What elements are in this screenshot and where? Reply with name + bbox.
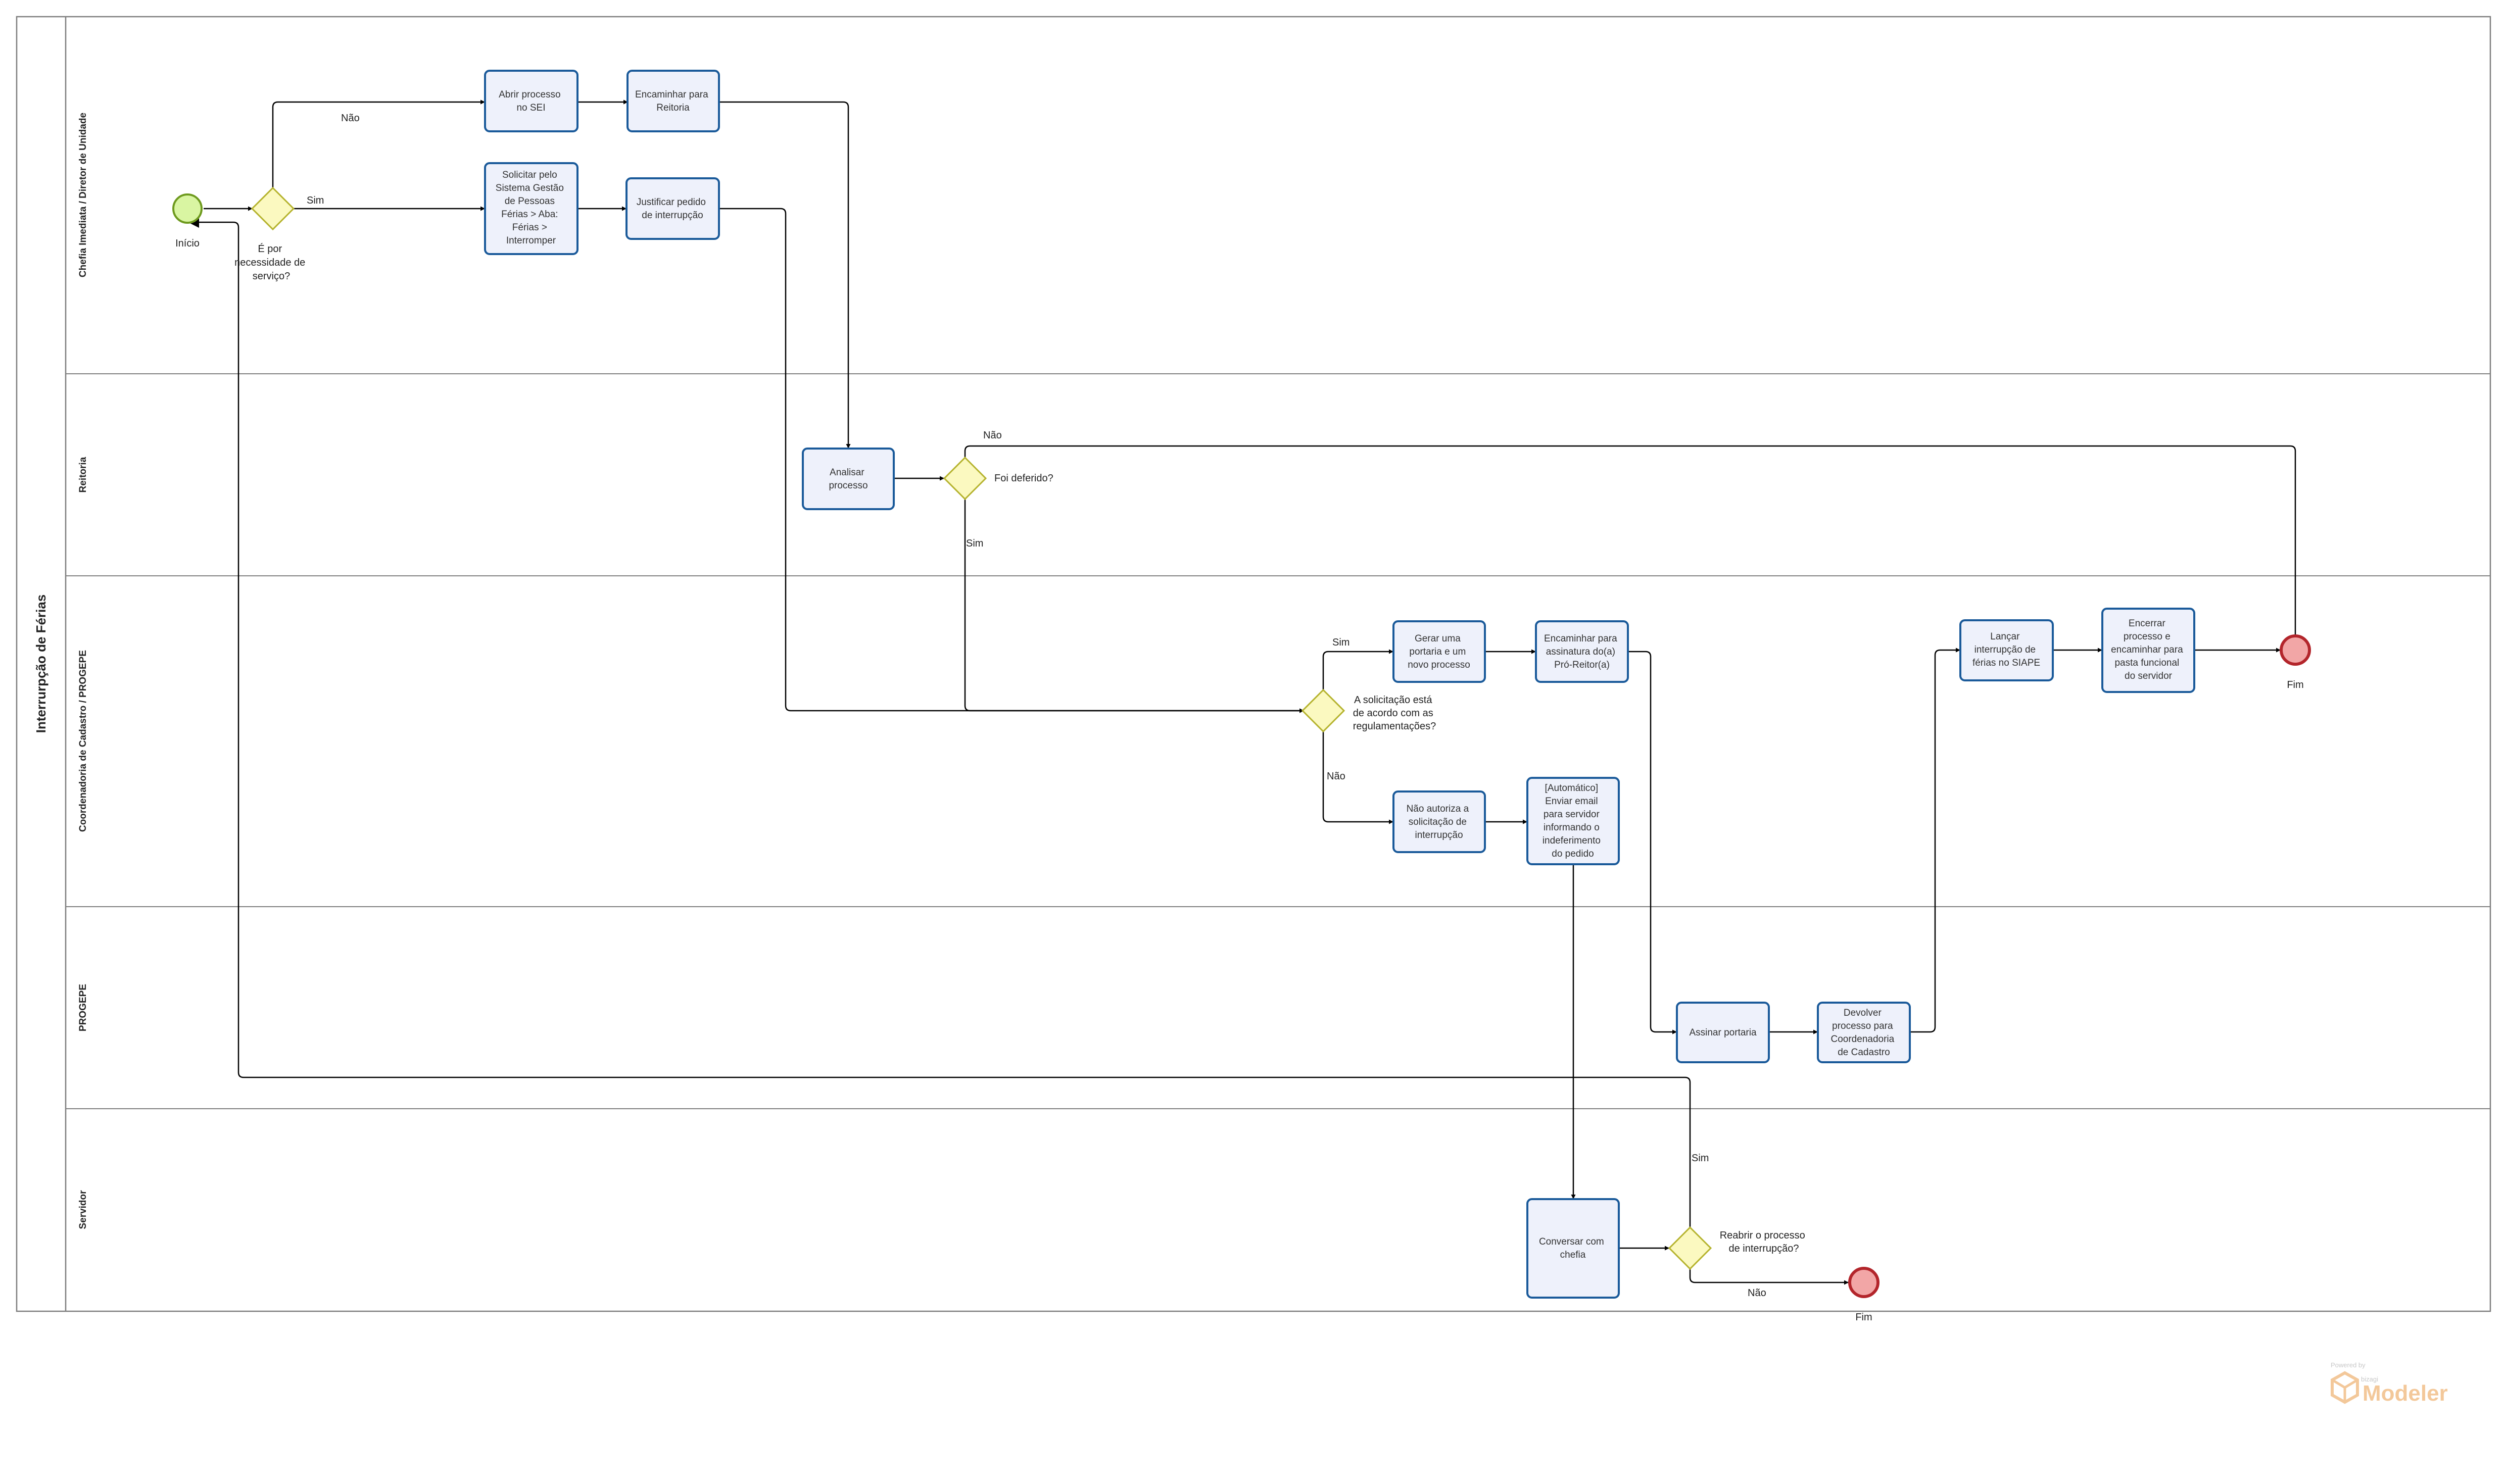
task-encerrar-processo[interactable]: Encerrar processo e encaminhar para past… — [2101, 608, 2195, 693]
svg-text:Solicitar pelo Sistema: Solicitar pelo Sistema Gestão de Pessoas… — [496, 170, 566, 246]
flow-devolver-to-lancar — [1910, 648, 1960, 1033]
svg-text:Gerar uma portaria e u: Gerar uma portaria e um novo processo — [1408, 633, 1470, 670]
task-analisar-processo[interactable]: Analisar processo — [802, 448, 895, 510]
svg-text:Devolver processo para: Devolver processo para Coordenadoria de … — [1831, 1008, 1897, 1058]
task-justificar-pedido[interactable]: Justificar pedido de interrupção — [625, 177, 720, 240]
start-event-circle[interactable] — [172, 193, 203, 224]
flow-g2-sim — [964, 499, 1304, 713]
flow-g3-nao — [1322, 731, 1393, 824]
end-event-circle[interactable] — [2280, 634, 2311, 666]
label-g3-sim: Sim — [1332, 637, 1350, 648]
gateway-reabrir-label: Reabrir o processo de interrupção? — [1720, 1230, 1808, 1254]
label-g1-sim: Sim — [307, 195, 324, 206]
label-g3-nao: Não — [1327, 771, 1345, 782]
task-gerar-portaria[interactable]: Gerar uma portaria e um novo processo — [1392, 620, 1486, 683]
gateway-foi-deferido[interactable] — [943, 456, 987, 501]
bizagi-branding: Powered by bizagi Modeler — [2331, 1361, 2448, 1406]
vendor-text: bizagi — [2361, 1375, 2378, 1383]
lane-coordenadoria: Coordenadoria de Cadastro / PROGEPE — [78, 650, 88, 832]
flow-g4-sim-loop — [188, 217, 1691, 1227]
svg-text:Justificar pedido de i: Justificar pedido de interrupção — [637, 197, 709, 221]
lane-reitoria: Reitoria — [78, 457, 88, 492]
end-event-label: Fim — [2287, 679, 2303, 690]
label-g2-nao: Não — [983, 430, 1002, 441]
svg-text:Não autoriza a solicit: Não autoriza a solicitação de interrupçã… — [1407, 804, 1472, 840]
lanes: Chefia Imediata / Diretor de Unidade Rei… — [66, 113, 2490, 1229]
pool-border — [16, 16, 2491, 1312]
task-conversar-chefia[interactable]: Conversar com chefia — [1526, 1198, 1620, 1299]
flow-encaminhar-to-analisar — [719, 101, 851, 449]
flow-g3-sim — [1322, 649, 1393, 690]
events: Início Fim Fim — [172, 193, 2311, 1323]
powered-by-text: Powered by — [2331, 1361, 2366, 1369]
pool-title: Interrurpção de Férias — [33, 595, 49, 733]
svg-text:Encerrar processo e: Encerrar processo e encaminhar para past… — [2111, 618, 2186, 681]
task-solicitar-sistema[interactable]: Solicitar pelo Sistema Gestão de Pessoas… — [484, 162, 579, 255]
svg-text:Lançar interrupção de: Lançar interrupção de férias no SIAPE — [1972, 631, 2040, 668]
task-abrir-processo[interactable]: Abrir processo no SEI — [484, 70, 579, 132]
task-enviar-email[interactable]: [Automático] Enviar email para servidor … — [1526, 777, 1620, 865]
gateway-foi-deferido-label: Foi deferido? — [994, 473, 1053, 484]
task-assinar-portaria[interactable]: Assinar portaria — [1676, 1002, 1770, 1063]
gateway-reabrir[interactable] — [1668, 1226, 1712, 1270]
svg-text:Assinar portaria: Assinar portaria — [1689, 1027, 1756, 1038]
task-nao-autoriza[interactable]: Não autoriza a solicitação de interrupçã… — [1392, 790, 1486, 853]
task-devolver-processo[interactable]: Devolver processo para Coordenadoria de … — [1817, 1002, 1911, 1063]
sequence-flows — [188, 100, 2298, 1285]
end-event-servidor-circle[interactable] — [1848, 1267, 1880, 1298]
tasks: Abrir processo no SEI Encaminhar para Re… — [484, 70, 2195, 1299]
svg-text:Abrir processo no SEI: Abrir processo no SEI — [499, 89, 563, 113]
task-encaminhar-reitoria[interactable]: Encaminhar para Reitoria — [626, 70, 720, 132]
gateways: É por necessidade de serviço? Foi deferi… — [234, 186, 1808, 1270]
lane-progepe: PROGEPE — [78, 984, 88, 1031]
task-encaminhar-assinatura[interactable]: Encaminhar para assinatura do(a) Pró-Rei… — [1535, 620, 1629, 683]
gateway-de-acordo-label: A solicitação está de acordo com as regu… — [1353, 695, 1436, 732]
flow-g4-nao — [1689, 1269, 1849, 1285]
end-event-servidor-label: Fim — [1855, 1312, 1872, 1323]
svg-text:Analisar processo: Analisar processo — [829, 467, 868, 491]
flow-g2-nao — [964, 445, 2298, 648]
flow-labels: Não Sim Não Sim Sim Não Sim Não — [307, 113, 1766, 1299]
modeler-logo-icon — [2331, 1371, 2359, 1404]
label-g4-sim: Sim — [1692, 1153, 1709, 1164]
gateway-de-acordo[interactable] — [1301, 688, 1345, 733]
pool: Interrurpção de Férias — [16, 16, 2491, 1312]
svg-text:[Automático] Enviar em: [Automático] Enviar email para servidor … — [1543, 783, 1603, 859]
svg-text:Encaminhar para Reitor: Encaminhar para Reitoria — [635, 89, 711, 113]
flow-justificar-to-g3 — [719, 208, 1304, 713]
svg-text:Conversar com chefia: Conversar com chefia — [1539, 1236, 1607, 1260]
lane-servidor: Servidor — [78, 1190, 88, 1229]
gateway-necessidade-servico-label: É por necessidade de serviço? — [234, 243, 308, 282]
label-g1-nao: Não — [341, 113, 360, 124]
gateway-necessidade-servico[interactable] — [251, 186, 295, 231]
lane-chefia: Chefia Imediata / Diretor de Unidade — [78, 113, 88, 277]
flow-encaminhar-to-assinar — [1628, 651, 1677, 1034]
label-g2-sim: Sim — [966, 538, 983, 549]
svg-text:Encaminhar para assina: Encaminhar para assinatura do(a) Pró-Rei… — [1544, 633, 1620, 670]
modeler-wordmark: Modeler — [2363, 1381, 2448, 1406]
label-g4-nao: Não — [1748, 1288, 1766, 1299]
flow-g1-nao — [272, 100, 485, 188]
start-event-label: Início — [175, 238, 200, 249]
task-lancar-interrupcao[interactable]: Lançar interrupção de férias no SIAPE — [1959, 619, 2054, 681]
